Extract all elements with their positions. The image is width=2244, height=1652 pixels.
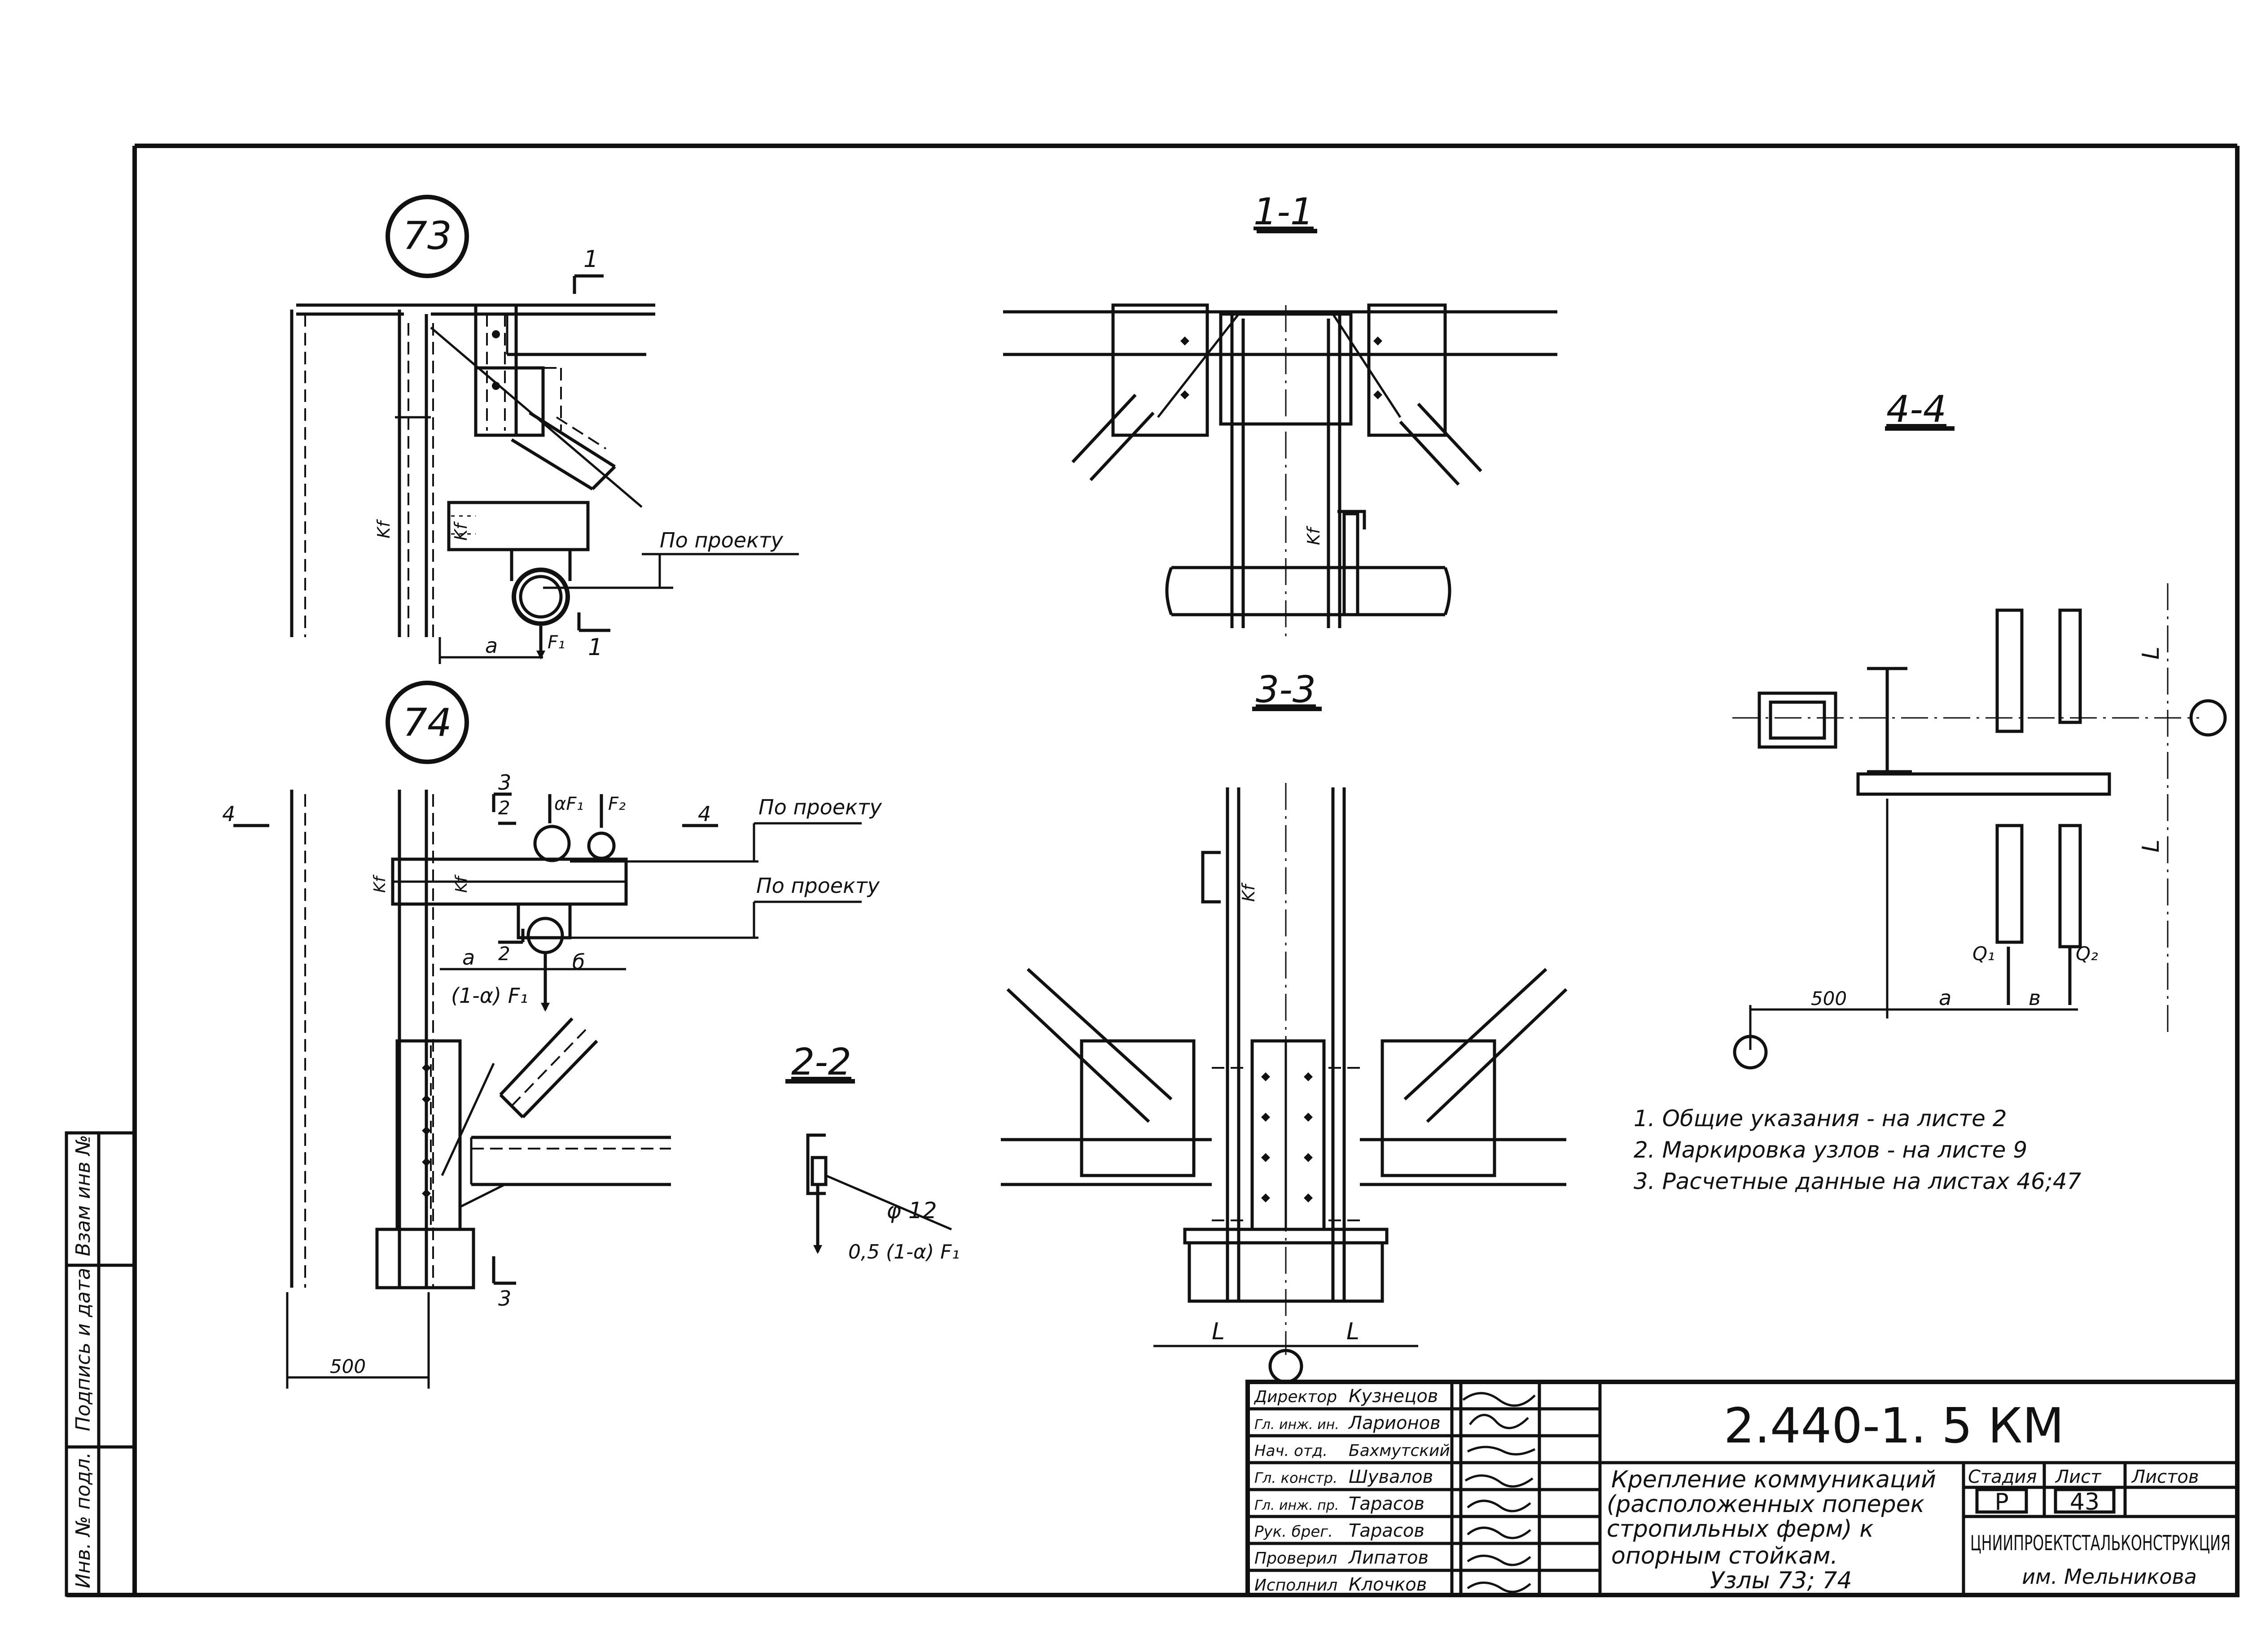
section-4-4-dim-b: в [2029,986,2041,1010]
title-name-5: Тарасов [1349,1494,1424,1514]
node-74-per-project-1: По проекту [758,795,882,819]
section-4-4-q2: Q₂ [2076,943,2098,965]
section-4-4-L-bottom: L [2138,839,2165,852]
title-org-2: им. Мельникова [2022,1565,2197,1589]
title-name-4: Шувалов [1349,1467,1433,1487]
section-1-mark-bottom: 1 [588,634,603,661]
node-74-dim-a: a [462,945,475,970]
node-73-view: 73 1 [290,195,799,664]
section-4-4-L-top: L [2138,647,2165,660]
section-2-2-view: 2-2 φ 12 0,5 (1-α) F₁ [785,1041,960,1263]
title-org: ЦНИИПРОЕКТСТАЛЬКОНСТРУКЦИЯ [1970,1531,2231,1555]
title-desc-5: Узлы 73; 74 [1710,1567,1852,1594]
section-3-3-L-left: L [1212,1318,1225,1345]
stamp-replace-label: Взам инв № [72,1135,95,1256]
node-74-dim-500: 500 [330,1355,366,1377]
note-3: 3. Расчетные данные на листах 46;47 [1634,1168,2082,1194]
stamp-inv-label: Инв. № подл. [72,1452,95,1588]
node-73-kf-right: Kf [451,521,471,541]
node-73-per-project: По проекту [660,528,784,552]
node-74-kf-right: Kf [452,874,471,893]
title-sheets-label: Листов [2131,1467,2199,1487]
title-role-4: Гл. констр. [1254,1469,1337,1486]
title-desc-4: опорным стойкам. [1611,1543,1838,1569]
section-2-mark-top: 2 [498,797,510,819]
title-role-8: Исполнил [1254,1576,1337,1595]
section-2-mark-bottom: 2 [498,943,510,965]
node-74-f2: F₂ [608,794,626,814]
title-sheet-value: 43 [2070,1489,2099,1516]
title-role-5: Гл. инж. пр. [1254,1498,1339,1513]
title-name-3: Бахмутский [1349,1442,1450,1460]
node-73-kf-left: Kf [374,519,394,538]
title-name-7: Липатов [1348,1547,1429,1568]
title-role-3: Нач. отд. [1254,1442,1328,1460]
node-73-dim-a: a [485,634,498,658]
title-code: 2.440-1. 5 КМ [1724,1398,2064,1454]
section-1-1-title: 1-1 [1253,191,1314,233]
section-4-mark-left: 4 [222,802,235,826]
title-desc-3: стропильных ферм) к [1607,1516,1874,1543]
section-1-1-kf: Kf [1304,525,1324,545]
title-name-1: Кузнецов [1349,1386,1438,1407]
section-3-mark-top: 3 [498,770,511,795]
node-74-view: 74 4 4 Kf Kf 3 2 2 αF₁ F₂ [222,681,882,1389]
section-4-4-title: 4-4 [1886,388,1946,431]
general-notes: 1. Общие указания - на листе 2 2. Маркир… [1634,1106,2082,1194]
section-2-2-title: 2-2 [791,1041,851,1084]
section-3-3-view: 3-3 Kf [1001,669,1568,1384]
stamp-signature-label: Подпись и дата [72,1268,95,1431]
section-4-4-dim-500: 500 [1811,988,1847,1010]
node-74-per-project-2: По проекту [756,874,880,898]
section-2-2-load: 0,5 (1-α) F₁ [848,1241,960,1263]
section-1-mark-top: 1 [583,246,598,273]
section-3-3-title: 3-3 [1256,669,1316,711]
section-4-4-q1: Q₁ [1972,943,1995,965]
section-1-1-view: 1-1 Kf [1003,191,1557,637]
note-1: 1. Общие указания - на листе 2 [1634,1106,2007,1132]
section-3-3-kf: Kf [1239,882,1258,902]
side-stamp: Инв. № подл. Подпись и дата Взам инв № [65,1131,136,1597]
note-2: 2. Маркировка узлов - на листе 9 [1634,1137,2027,1163]
title-name-2: Ларионов [1348,1413,1441,1433]
title-desc-2: (расположенных поперек [1607,1491,1925,1518]
node-74-dim-b: б [572,950,585,974]
section-4-4-dim-a: a [1939,986,1951,1010]
section-2-2-phi12: φ 12 [886,1197,937,1224]
title-block: Директор Гл. инж. ин. Нач. отд. Гл. конс… [1245,1380,2240,1597]
node-74-label: 74 [403,700,451,745]
title-stage-value: Р [1994,1489,2008,1516]
title-stage-label: Стадия [1968,1467,2037,1487]
title-name-8: Клочков [1349,1574,1427,1595]
node-74-kf-left: Kf [371,874,389,893]
section-4-mark-right: 4 [698,802,711,826]
title-role-6: Рук. брег. [1254,1523,1333,1541]
title-role-2: Гл. инж. ин. [1254,1417,1339,1433]
title-sheet-label: Лист [2055,1467,2102,1487]
node-74-one-minus-alpha-f1: (1-α) F₁ [451,983,528,1008]
title-role-1: Директор [1253,1388,1337,1406]
node-74-alpha-f1: αF₁ [554,794,583,814]
section-3-mark-bottom: 3 [498,1286,511,1311]
section-4-4-view: 4-4 Q₁ Q₂ L L 500 a в [1732,388,2227,1070]
title-name-6: Тарасов [1349,1521,1424,1541]
node-73-label: 73 [403,214,451,258]
title-desc-1: Крепление коммуникаций [1611,1466,1936,1493]
section-3-3-L-right: L [1346,1318,1359,1345]
title-role-7: Проверил [1254,1549,1337,1568]
node-73-f1: F₁ [548,632,565,653]
